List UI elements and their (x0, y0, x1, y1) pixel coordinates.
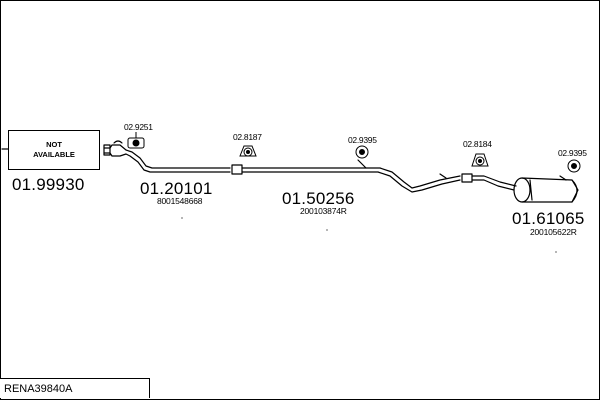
accessory-code: 02.9251 (124, 122, 153, 132)
oe-number: 200105622R (530, 227, 577, 237)
pipe-joint-1 (231, 164, 243, 175)
reference-code: RENA39840A (4, 383, 73, 395)
accessory-code: 02.8187 (233, 132, 262, 142)
part-number: 01.50256 (282, 189, 355, 208)
not-available-box: NOT AVAILABLE (8, 130, 100, 170)
part-number: 01.61065 (512, 209, 585, 228)
mount-icon (239, 145, 257, 157)
dot-mark (181, 217, 183, 219)
part-number: 01.99930 (12, 175, 85, 194)
oe-number: 8001548668 (157, 196, 203, 206)
part-number: 01.20101 (140, 179, 213, 198)
dot-mark (555, 251, 557, 253)
reference-box: RENA39840A (0, 378, 150, 398)
mount-icon (567, 159, 581, 173)
dot-mark (326, 229, 328, 231)
accessory-code: 02.9395 (558, 148, 587, 158)
accessory-code: 02.9395 (348, 135, 377, 145)
front-pipe (103, 140, 231, 173)
not-available-line1: NOT (46, 140, 62, 149)
oe-number: 200103874R (300, 206, 347, 216)
not-available-line2: AVAILABLE (33, 150, 75, 159)
pipe-joint-2 (461, 173, 473, 183)
mount-icon (127, 132, 145, 149)
rear-silencer (471, 175, 579, 203)
accessory-code: 02.8184 (463, 139, 492, 149)
mount-icon (355, 145, 369, 159)
middle-pipe (241, 159, 461, 193)
mount-icon (471, 153, 489, 167)
